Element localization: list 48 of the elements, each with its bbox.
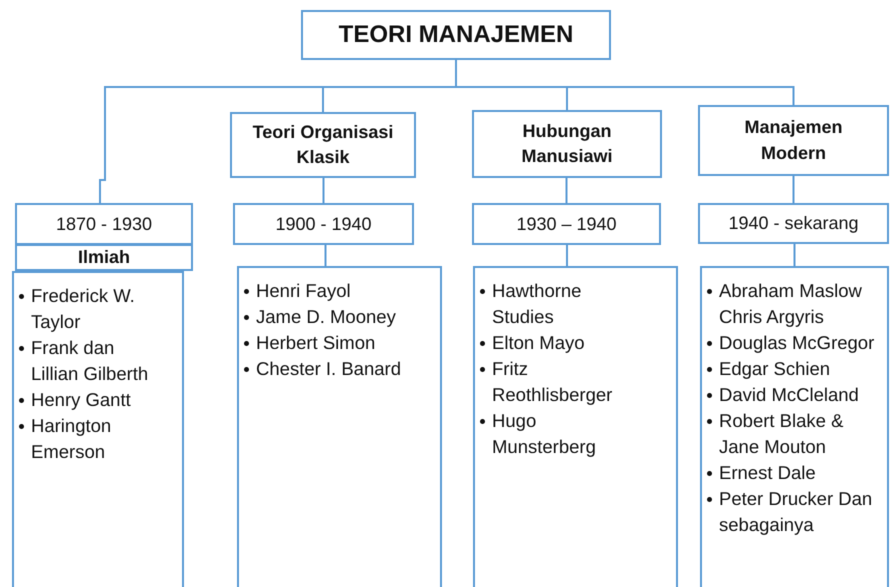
box-label: Teori Organisasi Klasik xyxy=(252,120,394,169)
list-item: Hawthorne Studies xyxy=(492,279,582,329)
period-box xyxy=(15,203,193,245)
connector-line xyxy=(794,244,796,266)
list-item: Peter Drucker Dan sebagainya xyxy=(719,487,874,537)
period-box xyxy=(472,203,661,245)
category-box xyxy=(15,244,193,271)
connector-line xyxy=(566,245,568,266)
period-box xyxy=(233,203,414,245)
list-item: Hugo Munsterberg xyxy=(492,409,597,459)
box-label: 1870 - 1930 xyxy=(56,214,152,234)
list-item: David McCleland xyxy=(719,383,859,407)
category-box xyxy=(472,110,662,178)
connector-line xyxy=(566,178,568,203)
name-list-box xyxy=(700,266,889,587)
list-item: Douglas McGregor xyxy=(719,331,874,355)
connector-line xyxy=(322,178,324,203)
name-list-box xyxy=(473,266,678,587)
list-item: Chester I. Banard xyxy=(256,357,401,381)
title-box xyxy=(301,10,611,60)
name-list-box xyxy=(12,271,184,587)
period-box xyxy=(698,203,889,244)
list-item: Robert Blake & Jane Mouton xyxy=(719,409,844,459)
list-item: Henry Gantt xyxy=(31,388,131,412)
box-label: Hubungan Manusiawi xyxy=(520,120,614,168)
box-label: 1940 - sekarang xyxy=(728,213,859,234)
list-item: Herbert Simon xyxy=(256,331,376,355)
list-item: Jame D. Mooney xyxy=(256,305,396,329)
title-text: TEORI MANAJEMEN xyxy=(338,21,574,49)
box-label: Manajemen Modern xyxy=(743,116,844,164)
list-item: Abraham Maslow Chris Argyris xyxy=(719,279,863,329)
list-item: Frank dan Lillian Gilberth xyxy=(31,336,150,386)
list-item: Edgar Schien xyxy=(719,357,830,381)
list-item: Ernest Dale xyxy=(719,461,816,485)
category-box xyxy=(230,112,416,178)
list-item: Frederick W. Taylor xyxy=(31,284,136,334)
box-label: 1930 – 1940 xyxy=(516,214,617,234)
connector-line xyxy=(324,245,326,266)
list-item: Harington Emerson xyxy=(31,414,112,464)
box-label: 1900 - 1940 xyxy=(275,214,372,234)
list-item: Elton Mayo xyxy=(492,331,585,355)
name-list-box xyxy=(237,266,442,587)
connector-line xyxy=(792,176,794,203)
box-label: Ilmiah xyxy=(78,246,130,269)
connector-line xyxy=(455,60,794,105)
list-item: Henri Fayol xyxy=(256,279,351,303)
category-box xyxy=(698,105,889,176)
list-item: Fritz Reothlisberger xyxy=(492,357,614,407)
